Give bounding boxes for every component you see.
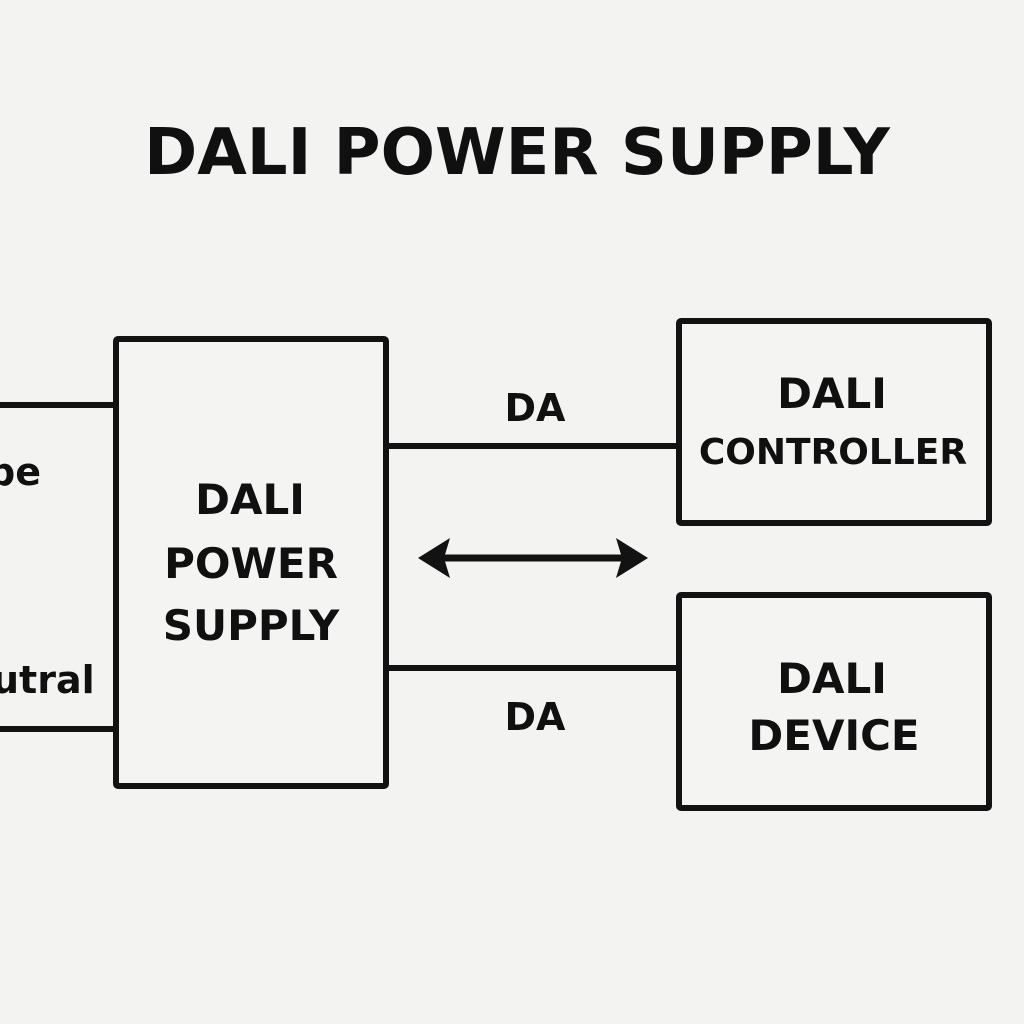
input-label-live: be bbox=[0, 450, 41, 494]
mains-input-block: be utral bbox=[0, 402, 117, 732]
bus-label-bottom: DA bbox=[505, 695, 567, 739]
device-box bbox=[676, 592, 992, 811]
dali-bus: DA DA bbox=[386, 386, 680, 739]
controller-block: DALI CONTROLLER bbox=[676, 318, 992, 526]
power-supply-block: DALI POWER SUPPLY bbox=[113, 336, 389, 789]
bus-label-top: DA bbox=[505, 386, 567, 430]
controller-box bbox=[676, 318, 992, 526]
power-supply-label-line-1: DALI bbox=[195, 475, 305, 524]
power-supply-label-line-3: SUPPLY bbox=[163, 601, 340, 650]
arrow-head-right bbox=[616, 538, 648, 578]
power-supply-label-line-2: POWER bbox=[164, 539, 338, 588]
input-label-neutral: utral bbox=[0, 658, 95, 702]
controller-label-line-2: CONTROLLER bbox=[699, 432, 967, 473]
device-label-line-1: DALI bbox=[777, 654, 887, 703]
double-headed-arrow-icon bbox=[418, 538, 648, 578]
device-label-line-2: DEVICE bbox=[748, 711, 919, 760]
controller-label-line-1: DALI bbox=[777, 369, 887, 418]
arrow-head-left bbox=[418, 538, 450, 578]
power-supply-box bbox=[113, 336, 389, 789]
device-block: DALI DEVICE bbox=[676, 592, 992, 811]
diagram-title: DALI POWER SUPPLY bbox=[144, 116, 890, 190]
